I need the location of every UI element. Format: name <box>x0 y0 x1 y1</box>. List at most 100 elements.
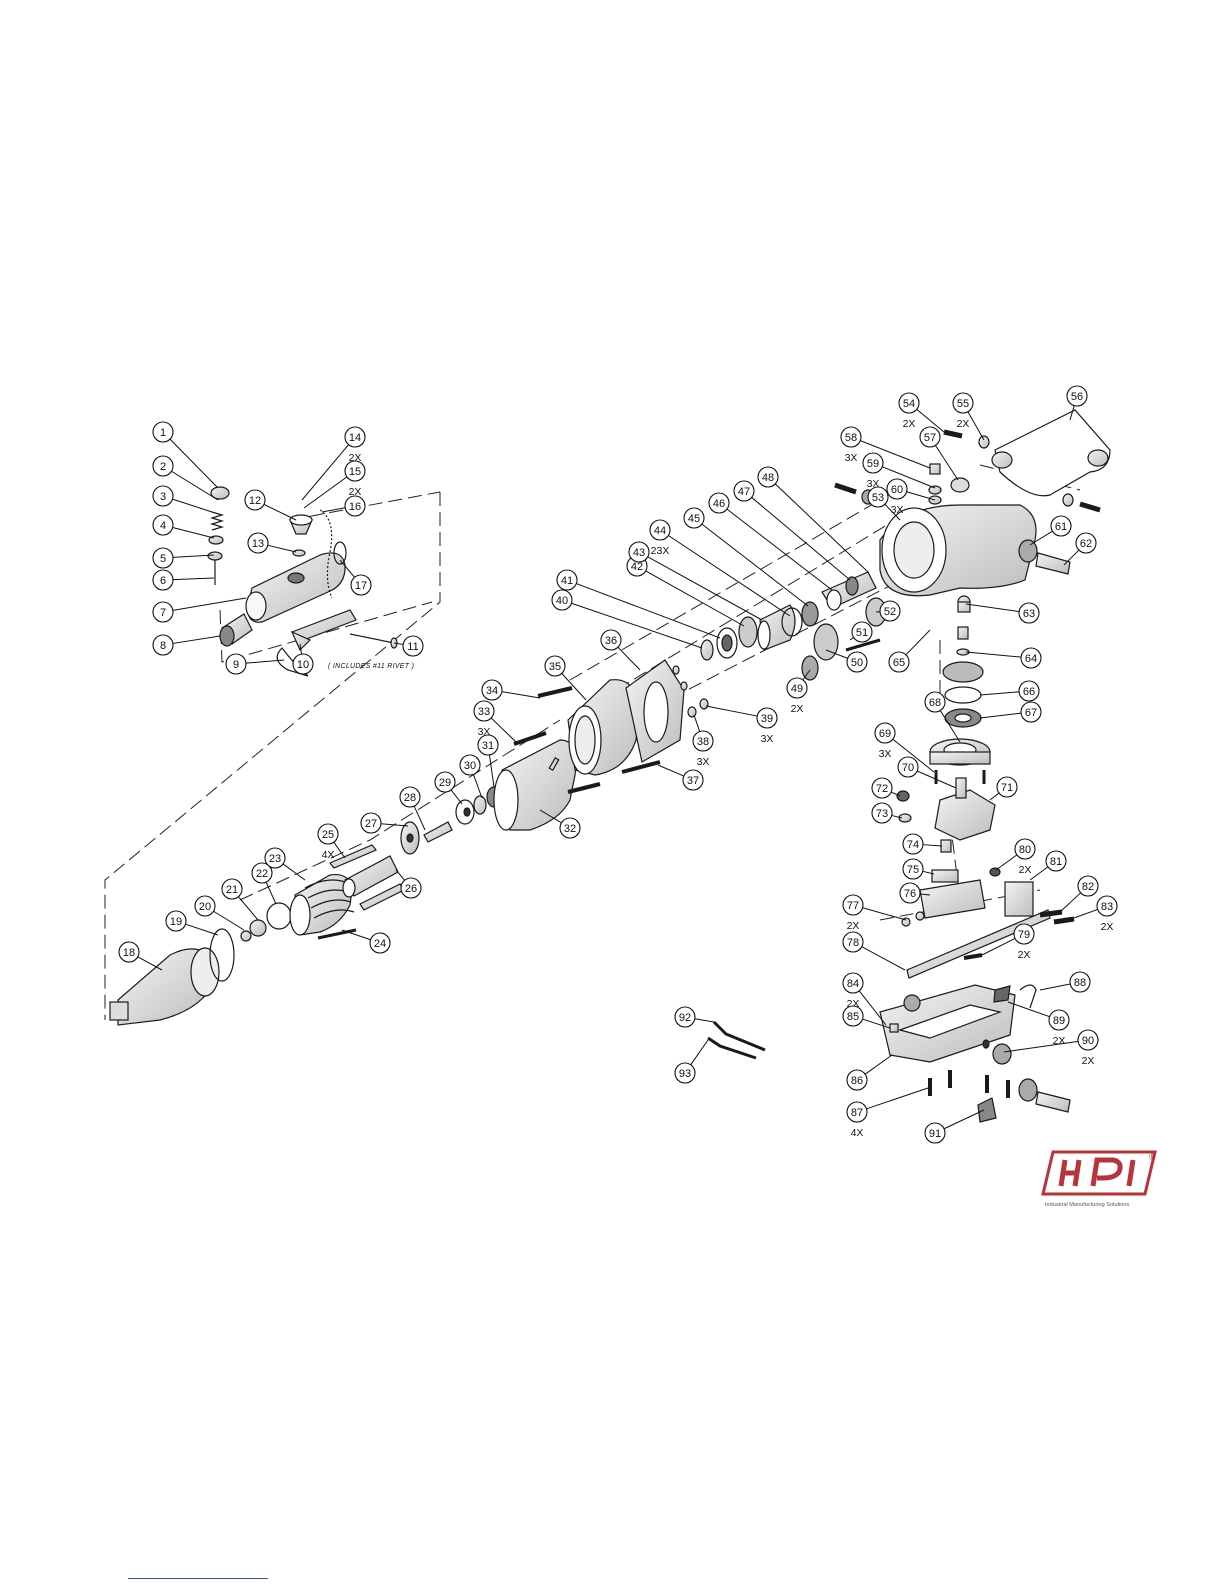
balloon-number: 53 <box>872 492 884 504</box>
footer-link-underline <box>128 1578 268 1579</box>
hpi-logo-mark: ® Industrial Manufacturing Solutions <box>1041 1150 1157 1208</box>
balloon-circle <box>1013 923 1035 945</box>
balloon-circle <box>842 894 864 916</box>
part-housing-o-ring <box>209 928 235 982</box>
balloon-number: 42 <box>631 561 643 573</box>
leader-line-36 <box>617 646 641 671</box>
balloon-number: 49 <box>791 683 803 695</box>
balloon-11: 11 <box>402 635 424 657</box>
balloon-40: 40 <box>551 589 573 611</box>
balloon-number: 10 <box>297 659 309 671</box>
part-hex-key-small <box>707 1036 757 1060</box>
balloon-64: 64 <box>1020 647 1042 669</box>
balloon-circle <box>600 629 622 651</box>
leader-line-28 <box>413 805 426 831</box>
leader-line-69 <box>892 738 935 773</box>
balloon-74: 74 <box>902 833 924 855</box>
part-guide-bar <box>906 909 1051 979</box>
quantity-label: 2X <box>847 920 860 932</box>
balloon-number: 74 <box>907 839 919 851</box>
balloon-number: 12 <box>249 495 261 507</box>
leader-line-82 <box>1059 892 1082 913</box>
balloon-65: 65 <box>888 651 910 673</box>
part-rotor-blade <box>329 844 377 869</box>
part-planet-washer <box>700 639 714 661</box>
balloon-71: 71 <box>996 776 1018 798</box>
balloon-number: 7 <box>160 607 166 619</box>
leader-line-2 <box>171 470 219 501</box>
balloon-circle <box>846 1101 868 1123</box>
leader-line-13 <box>267 544 297 553</box>
leader-line-60 <box>906 491 936 501</box>
balloon-circle <box>152 485 174 507</box>
leader-line-25 <box>333 841 346 859</box>
balloon-circle <box>551 589 573 611</box>
balloon-36: 36 <box>600 629 622 651</box>
leader-line-75 <box>922 870 935 875</box>
quantity-label: 3X <box>867 478 880 490</box>
balloon-number: 8 <box>160 640 166 652</box>
leader-line-93 <box>690 1039 709 1066</box>
balloon-circle <box>402 635 424 657</box>
leader-line-83 <box>1073 908 1098 919</box>
balloon-number: 33 <box>478 706 490 718</box>
leader-line-19 <box>185 923 219 936</box>
balloon-68: 68 <box>924 691 946 713</box>
balloon-circle <box>756 707 778 729</box>
leader-line-86 <box>864 1054 893 1075</box>
balloon-91: 91 <box>924 1122 946 1144</box>
leader-line-53 <box>884 503 901 521</box>
leader-line-3 <box>172 498 213 513</box>
balloon-63: 63 <box>1018 602 1040 624</box>
balloon-43: 43 <box>628 541 650 563</box>
leader-line-42 <box>645 570 745 627</box>
part-dowel-pin <box>317 928 357 940</box>
balloon-number: 54 <box>903 398 915 410</box>
leader-line-5 <box>172 554 215 558</box>
balloon-29: 29 <box>434 771 456 793</box>
balloon-number: 1 <box>160 427 166 439</box>
leader-line-17 <box>339 559 355 578</box>
balloon-circle <box>842 1005 864 1027</box>
balloon-85: 85 <box>842 1005 864 1027</box>
balloon-circle <box>459 754 481 776</box>
balloon-number: 11 <box>407 641 418 653</box>
balloon-number: 62 <box>1080 538 1092 550</box>
balloon-number: 28 <box>404 792 416 804</box>
balloon-number: 72 <box>876 783 888 795</box>
leader-line-77 <box>862 907 907 921</box>
balloon-number: 77 <box>847 900 859 912</box>
balloon-37: 37 <box>682 769 704 791</box>
leader-line-1 <box>169 438 219 489</box>
balloon-circle <box>871 802 893 824</box>
balloon-number: 36 <box>605 635 617 647</box>
balloon-circle <box>871 777 893 799</box>
balloon-circle <box>165 910 187 932</box>
balloon-50: 50 <box>846 651 868 673</box>
leader-line-10 <box>299 643 303 655</box>
balloon-circle <box>399 786 421 808</box>
quantity-label: 3X <box>478 726 491 738</box>
balloon-circle <box>1066 385 1088 407</box>
balloon-circle <box>886 478 908 500</box>
leader-line-50 <box>825 649 848 659</box>
balloon-number: 24 <box>374 938 386 950</box>
balloon-number: 70 <box>902 762 914 774</box>
balloon-number: 61 <box>1055 521 1067 533</box>
balloon-number: 64 <box>1025 653 1037 665</box>
balloon-circle <box>559 817 581 839</box>
balloon-number: 82 <box>1082 881 1094 893</box>
leader-line-40 <box>571 602 703 649</box>
balloon-circle <box>846 1069 868 1091</box>
balloon-82: 82 <box>1077 875 1099 897</box>
leader-line-84 <box>858 990 887 1026</box>
balloon-circle <box>888 651 910 673</box>
balloon-number: 88 <box>1074 977 1086 989</box>
balloon-77: 77 2X <box>842 894 864 932</box>
quantity-label: 4X <box>322 849 335 861</box>
leader-line-12 <box>263 503 297 521</box>
